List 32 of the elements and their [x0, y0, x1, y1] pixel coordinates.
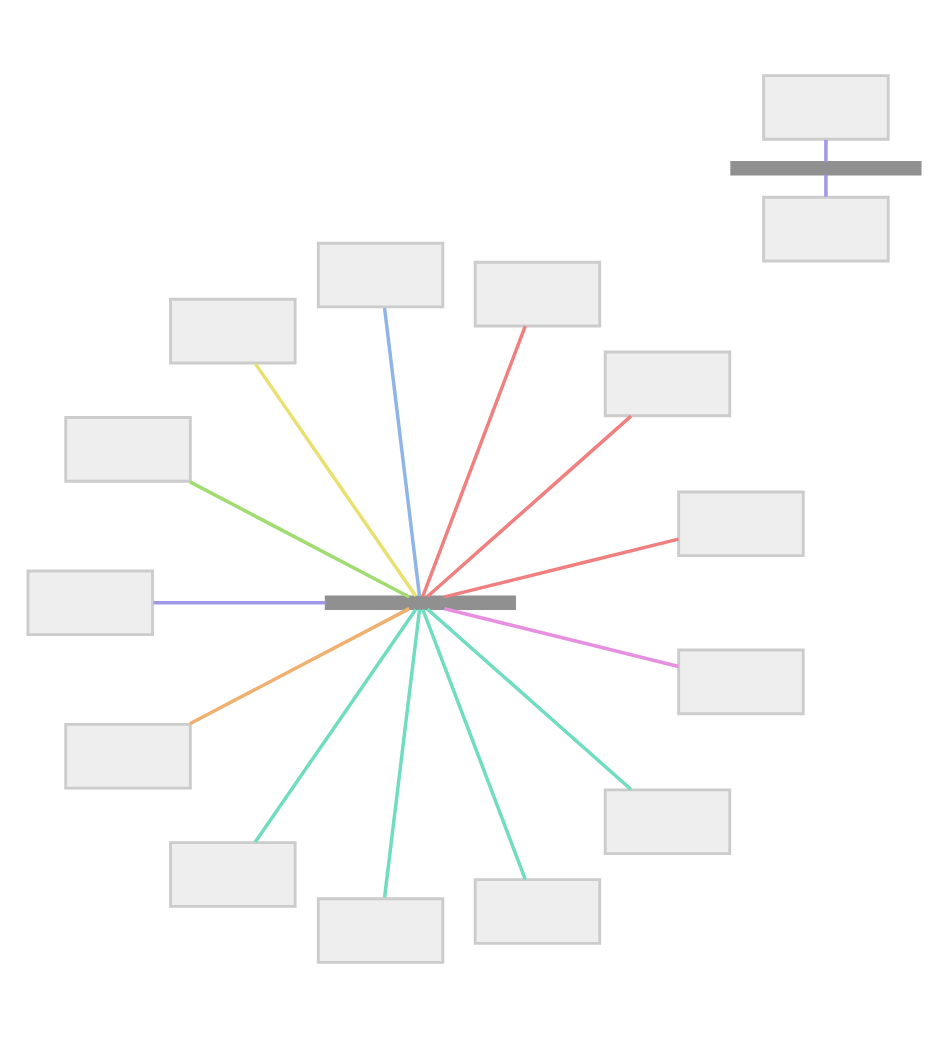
- connector: [153, 601, 326, 605]
- node-box: [473, 878, 602, 945]
- node-box: [316, 241, 445, 309]
- connector: [189, 607, 411, 726]
- connector: [189, 480, 411, 599]
- connector: [421, 608, 527, 881]
- node-box: [169, 841, 297, 908]
- node-box: [64, 416, 192, 483]
- connector: [382, 307, 422, 597]
- node-box: [26, 569, 154, 637]
- node-box: [762, 195, 890, 263]
- node-bar: [324, 595, 516, 611]
- node-box: [169, 297, 297, 365]
- node-box: [603, 350, 732, 418]
- connector: [824, 139, 828, 162]
- node-box: [316, 897, 445, 964]
- connector: [421, 325, 527, 597]
- connector: [426, 607, 633, 791]
- connector: [253, 362, 418, 598]
- node-box: [762, 74, 890, 141]
- connector: [444, 537, 679, 599]
- node-box: [64, 722, 192, 790]
- node-bar: [730, 161, 922, 176]
- connector: [253, 608, 418, 843]
- connector: [824, 174, 828, 197]
- node-box: [677, 648, 805, 716]
- connector: [444, 607, 679, 669]
- node-box: [603, 788, 732, 856]
- node-box: [677, 490, 805, 558]
- connector: [426, 414, 633, 598]
- node-box: [473, 260, 602, 328]
- connector: [382, 609, 422, 898]
